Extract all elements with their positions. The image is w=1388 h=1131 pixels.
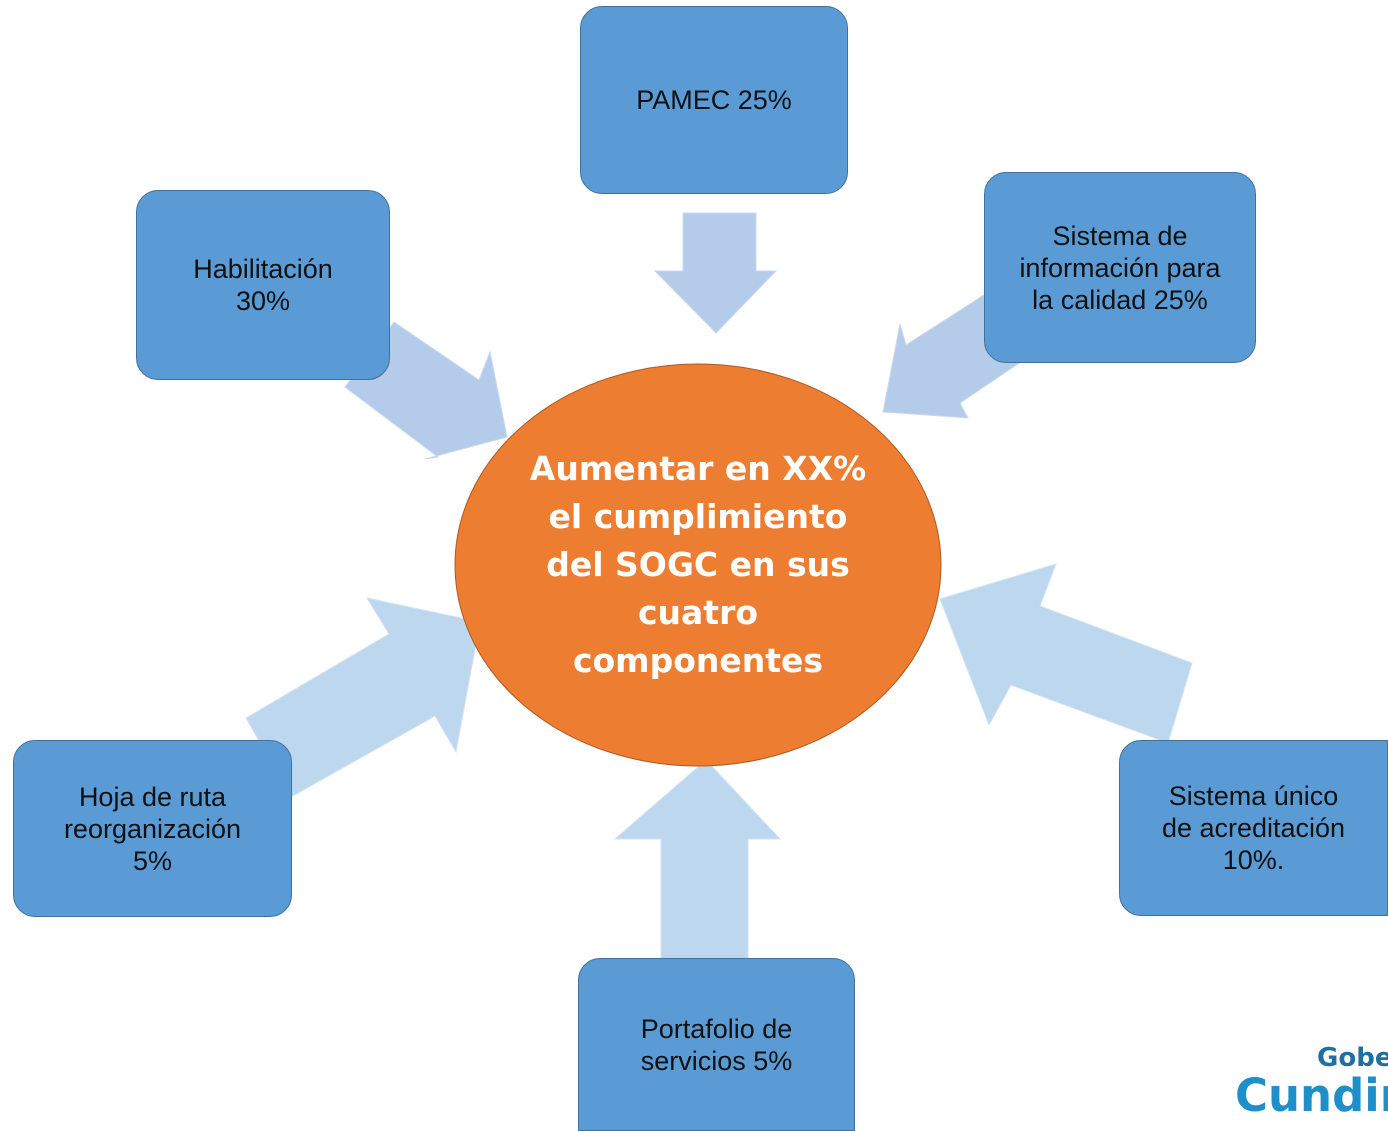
- node-sistema-acreditacion: Sistema único de acreditación 10%.: [1119, 740, 1388, 916]
- node-line: 30%: [235, 286, 291, 316]
- node-line: Sistema único: [1168, 781, 1339, 811]
- gobernacion-logo: Gobe Cundin: [1235, 1043, 1388, 1131]
- logo-line: Gobe: [1317, 1043, 1388, 1073]
- goal-ellipse: [454, 363, 942, 767]
- arrow-from-hoja-de-ruta: [245, 597, 481, 798]
- logo-line: Cundin: [1235, 1069, 1388, 1122]
- node-line: 5%: [132, 845, 172, 876]
- node-line: PAMEC 25%: [636, 85, 792, 115]
- node-line: Portafolio de: [640, 1013, 793, 1044]
- arrow-from-pamec: [653, 212, 778, 334]
- node-sistema-informacion: Sistema de información para la calidad 2…: [984, 172, 1256, 363]
- arrow-from-portafolio: [613, 759, 782, 961]
- node-pamec: PAMEC 25%: [580, 6, 848, 194]
- node-line: de acreditación: [1161, 813, 1346, 843]
- node-line: Sistema de: [1052, 220, 1188, 251]
- node-line: reorganización: [63, 813, 242, 844]
- node-line: la calidad 25%: [1032, 284, 1208, 315]
- node-portafolio: Portafolio de servicios 5%: [578, 958, 855, 1131]
- node-line: información para: [1019, 252, 1221, 283]
- node-hoja-de-ruta: Hoja de ruta reorganización 5%: [13, 740, 292, 917]
- node-line: Hoja de ruta: [78, 781, 227, 812]
- node-line: 10%.: [1222, 845, 1285, 875]
- node-habilitacion: Habilitación 30%: [136, 190, 390, 380]
- node-line: Habilitación: [193, 254, 333, 284]
- node-line: servicios 5%: [640, 1045, 793, 1076]
- arrow-from-sistema-acreditacion: [939, 563, 1193, 744]
